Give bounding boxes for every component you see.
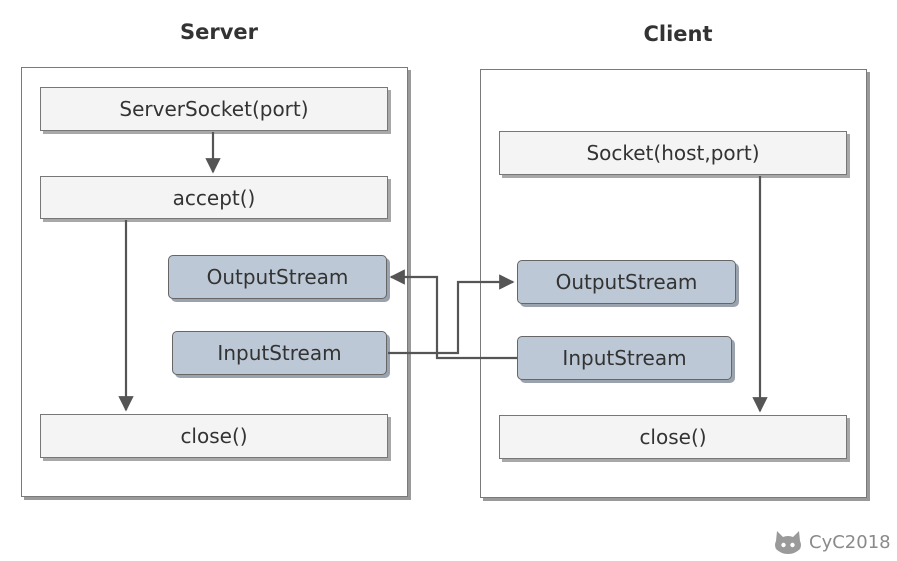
- accept-box: accept(): [40, 176, 388, 219]
- github-cat-icon: [775, 531, 801, 554]
- arrow-client-input-to-server-output: [389, 269, 517, 360]
- client-output-stream-box: OutputStream: [517, 260, 736, 304]
- server-input-stream-box: InputStream: [172, 331, 387, 375]
- author-name: CyC2018: [809, 531, 891, 553]
- author-watermark: CyC2018: [773, 529, 891, 555]
- client-close-box: close(): [499, 415, 847, 459]
- client-title: Client: [643, 22, 713, 46]
- server-title: Server: [179, 20, 258, 44]
- arrow-server-input-to-client-output: [388, 274, 515, 355]
- server-output-stream-box: OutputStream: [168, 255, 387, 299]
- server-close-box: close(): [40, 414, 388, 458]
- client-input-stream-box: InputStream: [517, 336, 732, 380]
- server-socket-box: ServerSocket(port): [40, 87, 388, 131]
- client-socket-box: Socket(host,port): [499, 131, 847, 175]
